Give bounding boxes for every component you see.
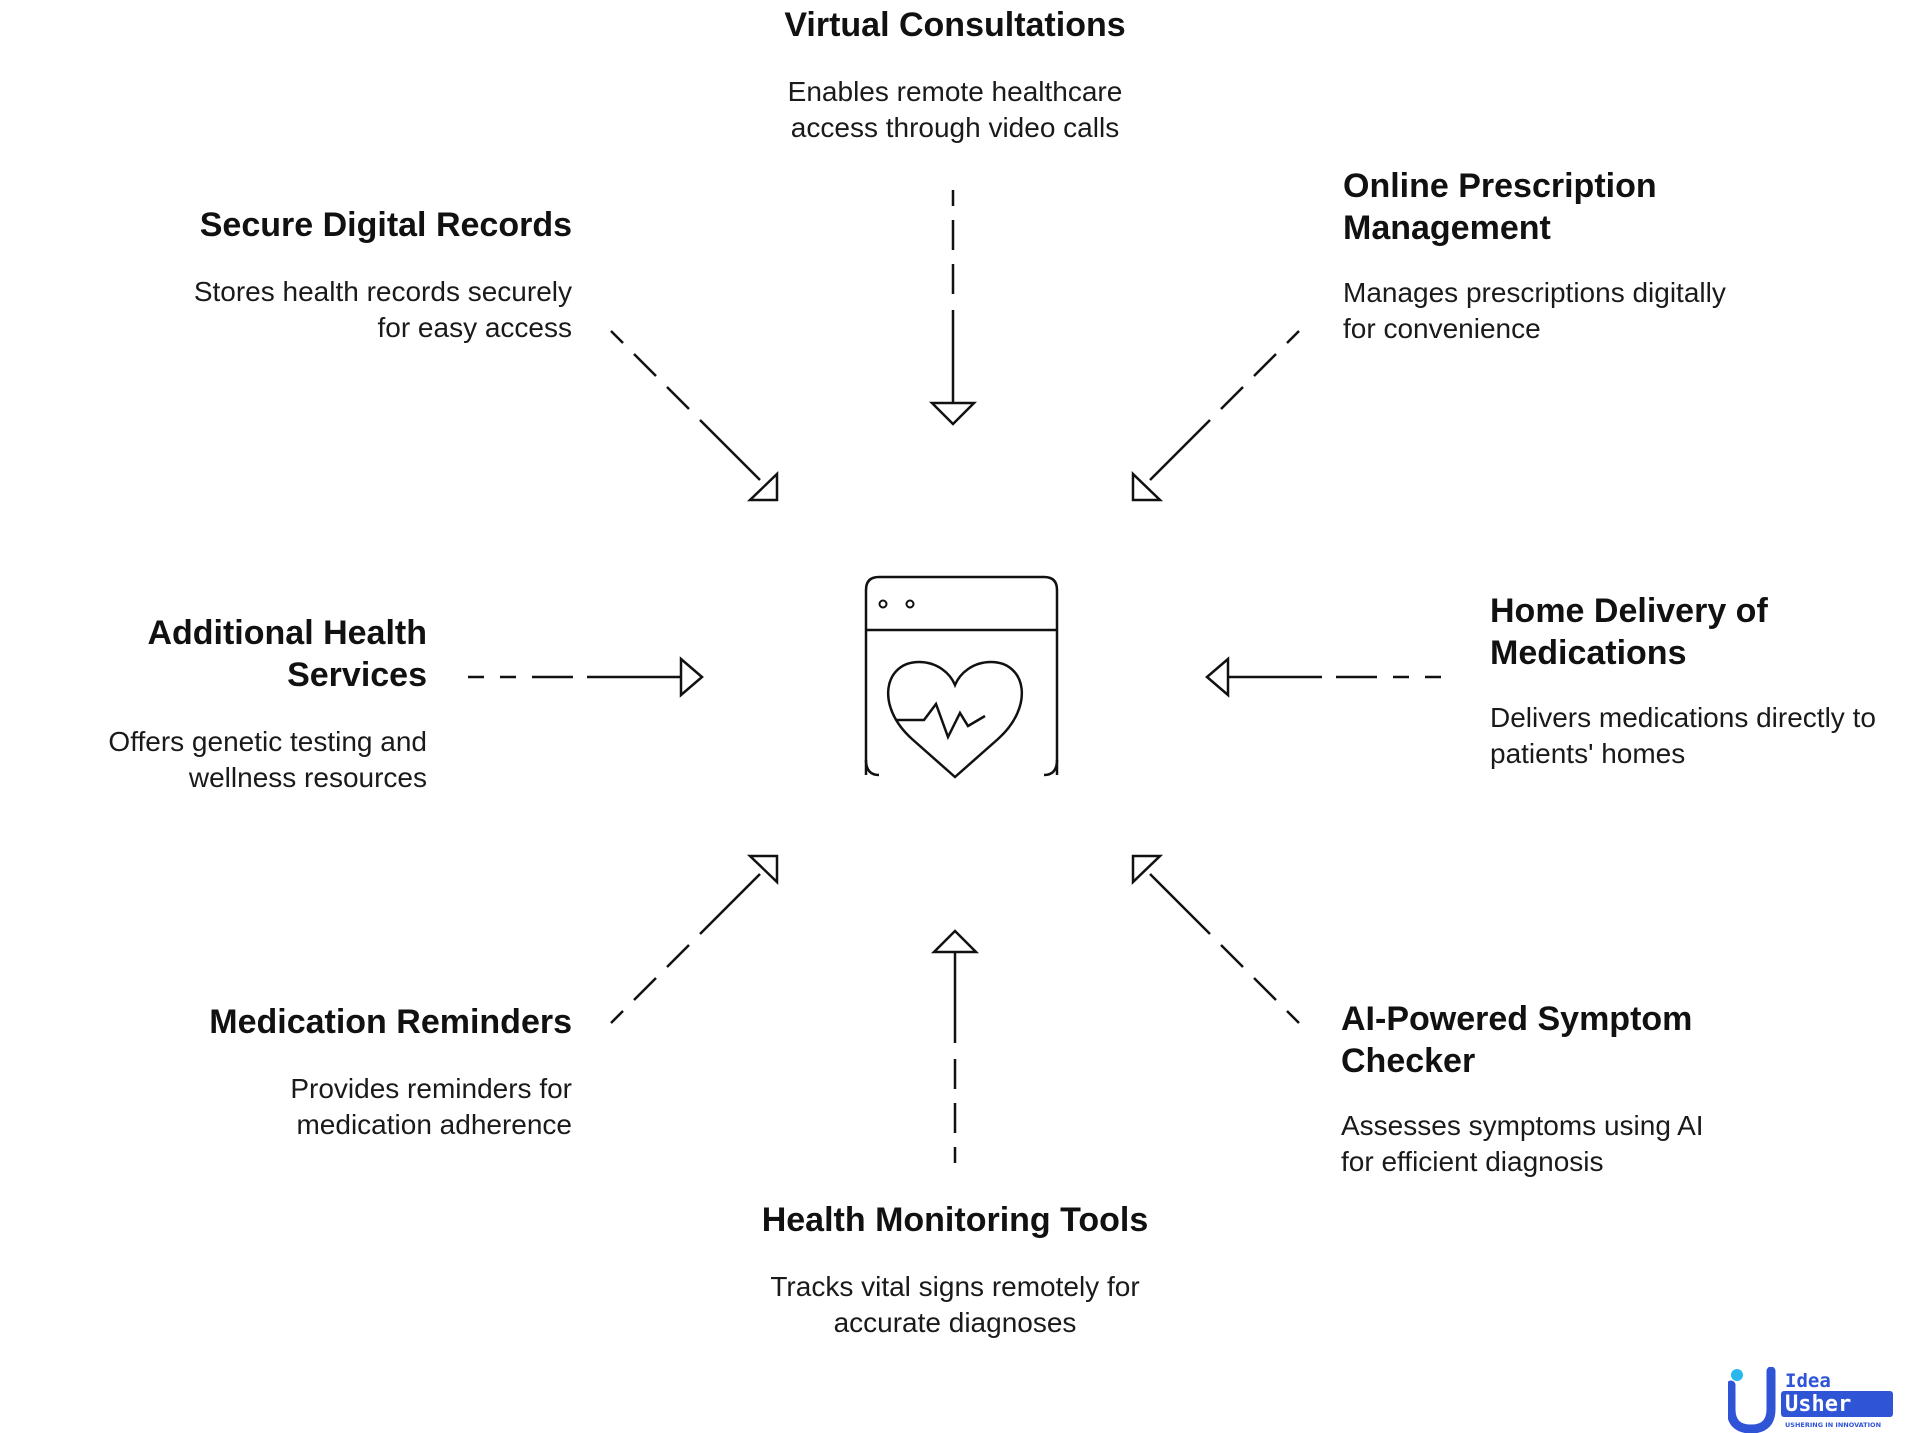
node-additional-services: Additional Health Services Offers geneti… (0, 612, 427, 796)
arrow-shaft (1149, 330, 1300, 481)
node-description: Delivers medications directly to patient… (1490, 700, 1908, 772)
desc-line-2: for convenience (1343, 313, 1541, 344)
arrow-home-delivery (1205, 656, 1441, 698)
arrow-shaft (610, 873, 761, 1024)
logo-dot (1731, 1369, 1743, 1381)
arrow-head (746, 854, 779, 885)
arrow-head (1205, 656, 1230, 698)
logo-word-usher: Usher (1785, 1392, 1851, 1417)
desc-line-2: accurate diagnoses (833, 1307, 1077, 1338)
node-title: Home Delivery of Medications (1490, 590, 1908, 674)
window-corner-bottom-left (864, 759, 880, 777)
window-frame (864, 575, 1059, 775)
desc-line-1: Stores health records securely (193, 276, 572, 307)
desc-line-1: Tracks vital signs remotely for (770, 1271, 1140, 1302)
desc-line-2: access through video calls (790, 112, 1120, 143)
logo-word-usher-bg (1781, 1391, 1893, 1417)
center-icon (864, 575, 1059, 779)
node-title: Health Monitoring Tools (761, 1201, 1149, 1239)
node-secure-records: Secure Digital Records Stores health rec… (100, 204, 572, 346)
node-description: Provides reminders for medication adhere… (130, 1071, 572, 1143)
arrow-monitoring-tools (930, 929, 980, 1163)
node-description: Tracks vital signs remotely for accurate… (690, 1269, 1220, 1341)
node-title: AI-Powered Symptom Checker (1341, 998, 1841, 1082)
desc-line-1: Assesses symptoms using AI (1341, 1110, 1704, 1141)
desc-line-2: for easy access (377, 312, 572, 343)
arrow-head (930, 929, 980, 954)
node-title: Online Prescription Management (1343, 165, 1823, 249)
desc-line-1: Enables remote healthcare (787, 76, 1123, 107)
arrow-head (1131, 854, 1164, 885)
desc-line-1: Manages prescriptions digitally (1343, 277, 1726, 308)
window-dot-2 (905, 599, 915, 609)
arrow-medication-reminders (610, 854, 779, 1024)
node-title: Additional Health Services (147, 614, 427, 694)
arrow-head (928, 401, 978, 426)
window-corner-bottom-right (1043, 759, 1059, 777)
arrow-head (1131, 471, 1164, 502)
title-line-2: Medications (1490, 634, 1687, 672)
title-line-1: AI-Powered Symptom (1341, 1000, 1693, 1038)
title-line-1: Online Prescription (1343, 167, 1657, 205)
node-description: Assesses symptoms using AI for efficient… (1341, 1108, 1841, 1180)
arrow-shaft (1149, 873, 1300, 1024)
node-description: Manages prescriptions digitally for conv… (1343, 275, 1823, 347)
node-title: Virtual Consultations (784, 6, 1126, 44)
idea-usher-logo: Idea Usher USHERING IN INNOVATION (1728, 1367, 1893, 1433)
desc-line-1: Delivers medications directly to (1490, 702, 1876, 733)
node-home-delivery: Home Delivery of Medications Delivers me… (1490, 590, 1908, 772)
node-description: Offers genetic testing and wellness reso… (0, 724, 427, 796)
desc-line-2: medication adherence (296, 1109, 572, 1140)
node-title: Secure Digital Records (199, 206, 572, 244)
title-line-2: Checker (1341, 1042, 1476, 1080)
desc-line-1: Provides reminders for (290, 1073, 572, 1104)
arrow-virtual-consultations (928, 190, 978, 426)
title-line-1: Home Delivery of (1490, 592, 1768, 630)
arrow-shaft (610, 330, 761, 481)
title-line-2: Management (1343, 209, 1551, 247)
arrow-symptom-checker (1131, 854, 1300, 1024)
logo-u-mark (1728, 1367, 1776, 1433)
node-online-prescription: Online Prescription Management Manages p… (1343, 165, 1823, 347)
node-virtual-consultations: Virtual Consultations Enables remote hea… (690, 4, 1220, 146)
desc-line-2: for efficient diagnosis (1341, 1146, 1604, 1177)
node-symptom-checker: AI-Powered Symptom Checker Assesses symp… (1341, 998, 1841, 1180)
node-description: Enables remote healthcare access through… (690, 74, 1220, 146)
window-dot-1 (878, 599, 888, 609)
arrow-online-prescription (1131, 330, 1300, 502)
logo-tagline: USHERING IN INNOVATION (1785, 1421, 1881, 1429)
desc-line-1: Offers genetic testing and (108, 726, 427, 757)
pulse-line-icon (896, 701, 986, 741)
node-title: Medication Reminders (209, 1003, 572, 1041)
node-description: Stores health records securely for easy … (100, 274, 572, 346)
node-medication-reminders: Medication Reminders Provides reminders … (130, 1001, 572, 1143)
arrow-head (679, 656, 704, 698)
desc-line-2: patients' homes (1490, 738, 1686, 769)
heart-icon (887, 660, 1023, 779)
desc-line-2: wellness resources (188, 762, 427, 793)
arrow-head (746, 471, 779, 502)
node-monitoring-tools: Health Monitoring Tools Tracks vital sig… (690, 1199, 1220, 1341)
arrow-additional-services (468, 656, 704, 698)
arrow-secure-records (610, 330, 779, 502)
logo-word-idea: Idea (1785, 1370, 1831, 1392)
